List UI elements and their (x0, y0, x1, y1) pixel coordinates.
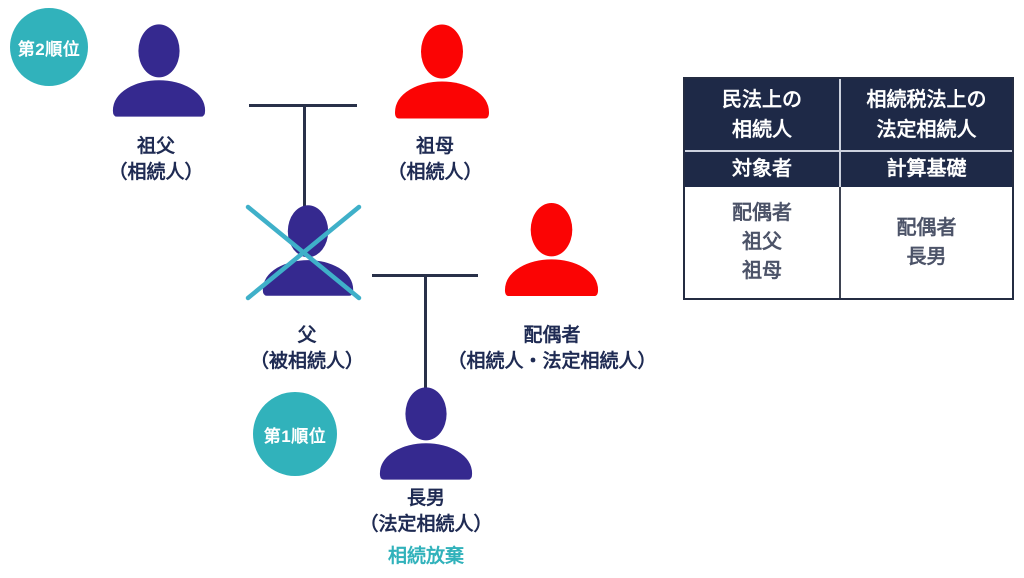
table-body-tax-law-heirs: 配偶者 長男 (841, 187, 1012, 298)
couple-to-son-line (424, 274, 427, 390)
father-name: 父 (297, 325, 317, 346)
spouse-name: 配偶者 (523, 325, 581, 346)
table-header-civil-law-line1: 民法上の (722, 88, 802, 111)
table-subheader-target: 対象者 (685, 152, 841, 187)
spouse-label: 配偶者 （相続人・法定相続人） (427, 323, 677, 375)
table-body-civil-law-heirs: 配偶者 祖父 祖母 (685, 187, 841, 298)
spouse-role: （相続人・法定相続人） (447, 351, 657, 372)
son-role: （法定相続人） (359, 514, 493, 535)
deceased-cross-icon (245, 204, 362, 301)
rank-1-badge-label: 第1順位 (263, 426, 327, 446)
father-role: （被相続人） (249, 351, 364, 372)
person-icon-grandfather (112, 24, 206, 117)
table-header-tax-law-line1: 相続税法上の (866, 88, 987, 111)
rank-2-badge: 第2順位 (10, 8, 88, 86)
person-icon-spouse (504, 202, 599, 297)
father-label: 父 （被相続人） (207, 323, 407, 375)
rank-2-badge-label: 第2順位 (17, 39, 81, 59)
tax-heir-son: 長男 (906, 245, 947, 268)
table-subheader-calc-basis-label: 計算基礎 (886, 158, 967, 180)
son-label: 長男 （法定相続人） (326, 486, 526, 538)
grandmother-role: （相続人） (387, 162, 483, 183)
son-renunciation-note: 相続放棄 (387, 546, 464, 567)
table-subheader-calc-basis: 計算基礎 (841, 152, 1012, 187)
table-header-tax-law: 相続税法上の 法定相続人 (841, 79, 1012, 152)
heirs-comparison-table: 民法上の 相続人 相続税法上の 法定相続人 対象者 計算基礎 配偶者 祖父 祖母… (683, 77, 1014, 300)
table-header-civil-law-line2: 相続人 (732, 118, 792, 141)
grandfather-label: 祖父 （相続人） (56, 134, 256, 186)
grandparents-to-father-line (303, 104, 306, 208)
grandmother-name: 祖母 (415, 136, 454, 157)
rank-1-badge: 第1順位 (253, 392, 337, 476)
son-name: 長男 (406, 488, 445, 509)
civil-heir-grandfather: 祖父 (742, 231, 782, 253)
person-icon-grandmother (395, 24, 489, 119)
grandmother-label: 祖母 （相続人） (335, 134, 535, 186)
civil-heir-grandmother: 祖母 (742, 260, 782, 282)
grandfather-name: 祖父 (136, 136, 175, 157)
table-header-civil-law: 民法上の 相続人 (685, 79, 841, 152)
table-subheader-target-label: 対象者 (732, 158, 792, 180)
person-icon-son (379, 387, 473, 480)
civil-heir-spouse: 配偶者 (732, 202, 792, 224)
tax-heir-spouse: 配偶者 (896, 216, 957, 239)
grandfather-role: （相続人） (108, 162, 204, 183)
table-header-tax-law-line2: 法定相続人 (876, 118, 977, 141)
